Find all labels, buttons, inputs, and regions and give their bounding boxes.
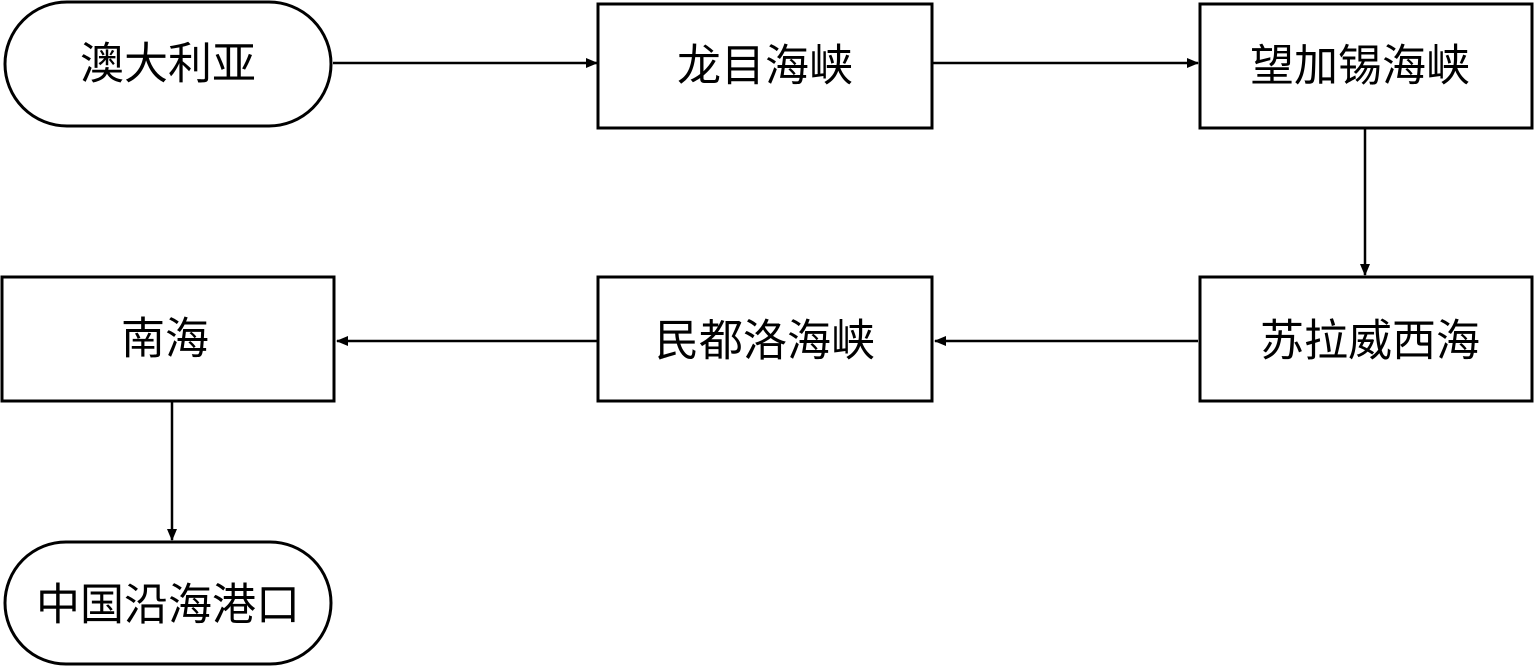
node-south-china-sea-shape: [0, 275, 336, 403]
node-mindoro-strait-label: 民都洛海峡: [655, 316, 875, 367]
node-sulawesi-sea-shape: [1198, 275, 1534, 403]
node-lombok-strait-label: 龙目海峡: [677, 41, 853, 92]
node-mindoro-strait: 民都洛海峡: [596, 275, 934, 403]
node-sulawesi-sea: 苏拉威西海: [1198, 275, 1534, 403]
node-makassar-strait-shape: [1198, 2, 1534, 130]
edges: [167, 58, 1370, 541]
node-sulawesi-sea-label: 苏拉威西海: [1260, 316, 1480, 367]
node-australia-shape: [3, 0, 333, 128]
node-china-coastal-ports-label: 中国沿海港口: [36, 580, 300, 631]
node-makassar-strait-label: 望加锡海峡: [1250, 41, 1470, 92]
node-makassar-strait: 望加锡海峡: [1198, 2, 1534, 130]
node-australia: 澳大利亚: [3, 0, 333, 128]
node-lombok-strait-shape: [596, 2, 934, 130]
node-south-china-sea: 南海: [0, 275, 336, 403]
node-mindoro-strait-shape: [596, 275, 934, 403]
node-lombok-strait: 龙目海峡: [596, 2, 934, 130]
node-china-coastal-ports-shape: [3, 540, 333, 666]
node-south-china-sea-label: 南海: [121, 314, 209, 365]
node-australia-label: 澳大利亚: [80, 39, 256, 90]
node-china-coastal-ports: 中国沿海港口: [3, 540, 333, 666]
